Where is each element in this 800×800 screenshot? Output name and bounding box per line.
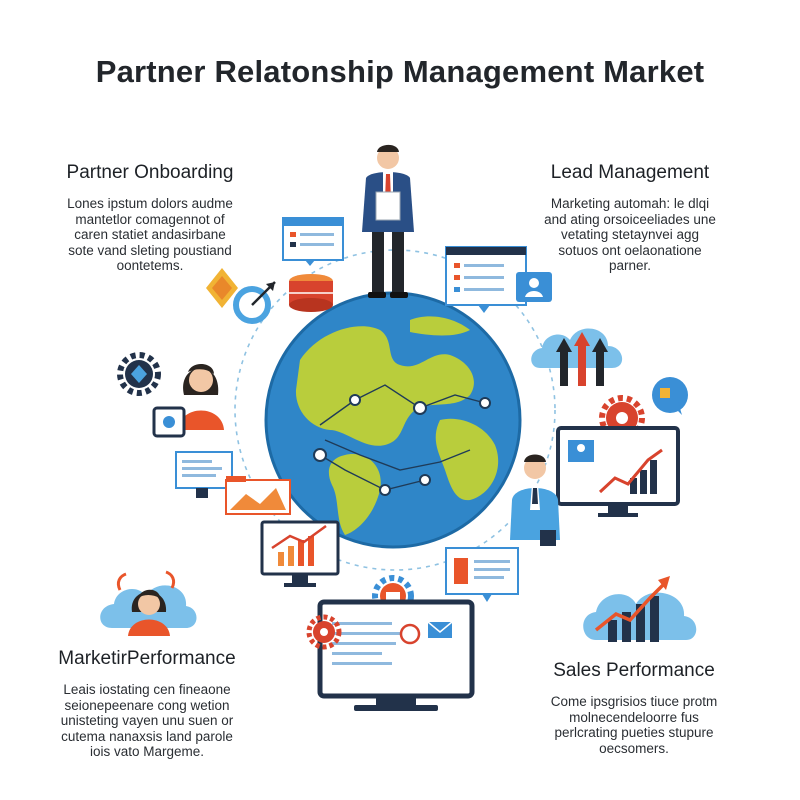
section-body: Lones ipstum dolors audme mantetlor coma… [50, 196, 250, 274]
body-line: and ating orsoiceeliades une [544, 211, 716, 227]
body-line: Marketing automah: le dlqi [550, 196, 710, 211]
section-body: Leais iostating cen fineaone seionepeena… [38, 682, 256, 760]
target-icon [206, 268, 276, 324]
section-heading: MarketirPerformance [58, 648, 236, 669]
section-heading: Lead Management [550, 162, 710, 183]
cloud-icon [531, 328, 623, 386]
body-line: unisteting vayen unu suen or [60, 713, 234, 728]
businessman-icon [362, 144, 414, 298]
section-body: Come ipsgrisios tiuce protm molnecendelo… [536, 694, 732, 756]
section-lead-management: Lead Management Marketing automah: le dl… [530, 162, 730, 274]
body-line: iois vato Margeme. [89, 744, 205, 759]
monitor-icon [317, 599, 475, 711]
monitor-chart-icon [260, 520, 340, 587]
dashboard-card-icon [175, 451, 233, 498]
body-line: vetating stetaynvei agg [560, 227, 700, 242]
body-line: parner. [608, 258, 652, 273]
section-heading: Sales Performance [553, 660, 715, 681]
body-line: caren statiet andasirbane [74, 227, 226, 242]
gear-icon [306, 614, 342, 650]
body-line: Leais iostating cen fineaone [63, 682, 231, 697]
chat-bubble-icon [652, 377, 688, 415]
gear-icon [117, 352, 161, 396]
user-card-icon [516, 272, 552, 302]
body-line: sote vand sleting poustiand [68, 242, 232, 258]
body-line: seionepeenare cong wetion [64, 697, 230, 713]
browser-window-icon [282, 217, 344, 266]
browser-window-icon [445, 246, 527, 313]
body-line: mantetlor comagennot of [75, 211, 225, 227]
monitor-chart-icon [556, 426, 680, 517]
section-body: Marketing automah: le dlqi and ating ors… [530, 196, 730, 274]
body-line: Lones ipstum dolors audme [67, 196, 233, 211]
orbit-ring [234, 249, 556, 571]
businessman-tablet-icon [510, 454, 560, 546]
globe-icon [264, 291, 522, 549]
section-sales-performance: Sales Performance Come ipsgrisios tiuce … [536, 660, 732, 756]
body-line: sotuos ont oelaonatione [558, 242, 702, 258]
body-line: perlcrating pueties stupure [554, 725, 714, 740]
bar-chart-icon [225, 476, 291, 515]
browser-window-icon [445, 547, 519, 602]
woman-avatar-icon [152, 363, 224, 438]
section-partner-onboarding: Partner Onboarding Lones ipstum dolors a… [50, 162, 250, 274]
woman-avatar-icon [100, 570, 197, 636]
body-line: Come ipsgrisios tiuce protm [550, 694, 718, 709]
body-line: oecsomers. [599, 740, 669, 756]
section-marketing-performance: MarketirPerformance Leais iostating cen … [38, 648, 256, 760]
section-heading: Partner Onboarding [66, 162, 234, 183]
body-line: cutema nanaxsis land parole [61, 728, 233, 744]
body-line: molnecendeloorre fus [569, 709, 699, 725]
body-line: oontetems. [116, 258, 184, 273]
bar-chart-icon [583, 576, 697, 642]
database-icon [289, 274, 333, 312]
page-title: Partner Relatonship Management Market [95, 54, 705, 89]
